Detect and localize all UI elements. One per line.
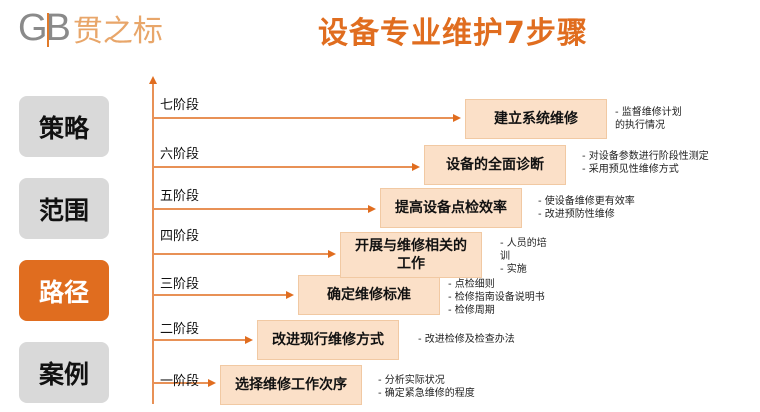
step-box-7: 建立系统维修 [465,99,607,139]
note-line: - 对设备参数进行阶段性测定 [582,151,709,162]
note-line: - 采用预见性维修方式 [582,164,679,175]
step-box-4: 开展与维修相关的工作 [340,232,482,278]
stage-label-1: 一阶段 [160,374,200,389]
step-text: 选择维修工作次序 [235,377,347,393]
sidebar-button-1[interactable]: 策略 [19,96,109,157]
stage-label-4: 四阶段 [160,229,200,244]
note-line: - 检修周期 [448,305,495,316]
note-line: - 检修指南设备说明书 [448,292,545,303]
step-text: 改进现行维修方式 [272,332,384,348]
note-line: - 改进检修及检查办法 [418,334,515,345]
note-line: 的执行情况 [615,120,665,131]
note-line: - 点检细则 [448,279,495,290]
sidebar-button-label: 案例 [38,359,89,389]
step-notes-2: - 改进检修及检查办法 [418,333,515,346]
sidebar-button-label: 策略 [38,113,89,143]
stage-label-3: 三阶段 [160,277,200,292]
stage-label-2: 二阶段 [160,322,200,337]
sidebar-button-2[interactable]: 范围 [19,178,109,239]
step-box-1: 选择维修工作次序 [220,365,362,405]
step-notes-5: - 使设备维修更有效率 - 改进预防性维修 [538,195,635,221]
sidebar-button-4[interactable]: 案例 [19,342,109,403]
note-line: - 人员的培 [500,238,547,249]
note-line: - 分析实际状况 [378,375,445,386]
sidebar-button-label: 范围 [38,195,89,225]
stage-label-6: 六阶段 [160,147,200,162]
step-notes-3: - 点检细则 - 检修指南设备说明书 - 检修周期 [448,278,545,317]
step-box-5: 提高设备点检效率 [380,188,522,228]
step-notes-7: - 监督维修计划的执行情况 [615,106,682,132]
step-notes-6: - 对设备参数进行阶段性测定 - 采用预见性维修方式 [582,150,709,176]
step-notes-4: - 人员的培训 - 实施 [500,237,547,276]
note-line: - 使设备维修更有效率 [538,196,635,207]
step-text: 设备的全面诊断 [446,157,544,173]
note-line: - 监督维修计划 [615,107,682,118]
logo-mark: GB [18,6,71,49]
note-line: 训 [500,251,510,262]
step-text: 建立系统维修 [494,111,578,127]
step-notes-1: - 分析实际状况 - 确定紧急维修的程度 [378,374,475,400]
note-line: - 改进预防性维修 [538,209,615,220]
logo-name: 贯之标 [72,14,163,49]
sidebar-button-3[interactable]: 路径 [19,260,109,321]
stage-label-7: 七阶段 [160,98,200,113]
company-logo: GB 贯之标 [18,6,163,50]
step-box-3: 确定维修标准 [298,275,440,315]
step-text: 确定维修标准 [327,287,411,303]
step-box-2: 改进现行维修方式 [257,320,399,360]
sidebar-button-label: 路径 [38,277,89,307]
stage-label-5: 五阶段 [160,189,200,204]
note-line: - 确定紧急维修的程度 [378,388,475,399]
step-box-6: 设备的全面诊断 [424,145,566,185]
page-title: 设备专业维护7步骤 [318,16,588,51]
note-line: - 实施 [500,264,527,275]
step-text: 提高设备点检效率 [395,200,507,216]
step-text: 开展与维修相关的工作 [355,238,467,272]
